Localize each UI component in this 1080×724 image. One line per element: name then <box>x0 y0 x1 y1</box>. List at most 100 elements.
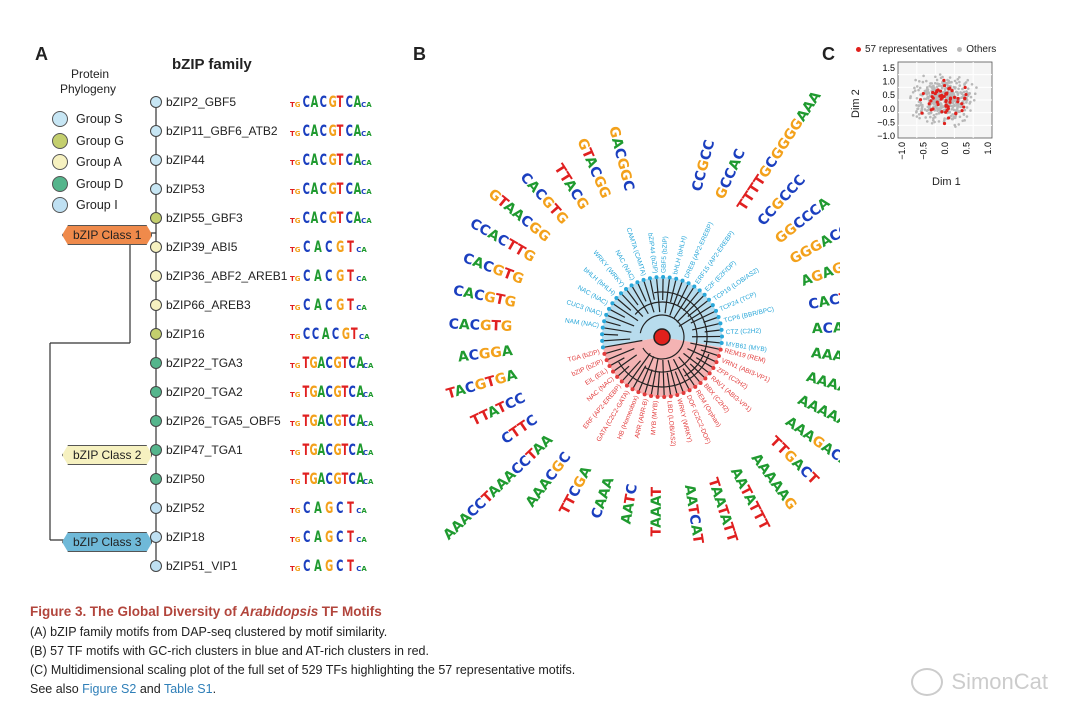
outer-motif-logo: CTTC <box>499 412 541 448</box>
tree-branch <box>602 339 643 349</box>
mds-point-other <box>909 96 912 100</box>
mds-point-rep <box>935 100 939 104</box>
legend-item: Group D <box>52 175 123 193</box>
gene-label: bZIP51_VIP1 <box>166 559 238 573</box>
mds-point-other <box>957 87 960 91</box>
mds-point-rep <box>942 121 947 126</box>
mds-point-other <box>922 97 926 101</box>
tree-branch <box>621 360 641 382</box>
group-dot-icon <box>52 197 68 213</box>
tip-node <box>719 334 724 339</box>
mds-point-other <box>965 106 969 109</box>
outer-motif-logo: GGGACCAC <box>787 211 840 267</box>
gc-tip-label: NAM (NAC) <box>564 317 599 329</box>
outer-motif-logo: TTATCC <box>469 390 528 429</box>
root-node <box>653 328 671 346</box>
tree-branch <box>655 277 661 313</box>
tip-node <box>602 351 607 356</box>
gene-node-icon <box>150 473 162 485</box>
tree-branch <box>703 316 719 323</box>
mds-point-rep <box>940 110 944 114</box>
gene-node-icon <box>150 531 162 543</box>
others-dot-icon <box>957 47 963 52</box>
tip-node <box>719 327 724 332</box>
legend-rep-label: 57 representatives <box>865 44 948 55</box>
outer-motif-logo: CACGTG <box>461 250 526 287</box>
tree-branch <box>682 289 701 311</box>
gene-node-icon <box>150 241 162 253</box>
mds-point-other <box>926 105 930 109</box>
tip-node <box>662 394 667 399</box>
mds-point-other <box>938 73 942 76</box>
mds-point-rep <box>918 98 923 102</box>
mds-point-other <box>918 116 921 120</box>
motif-logo: TGTGACGTCACA <box>290 411 374 430</box>
table-s1-link[interactable]: Table S1 <box>163 682 213 696</box>
outer-motif-logo: TACGTGA <box>445 367 519 403</box>
mds-point-other <box>914 78 917 82</box>
tip-node <box>614 296 619 301</box>
tip-node <box>675 393 680 398</box>
gene-label: bZIP2_GBF5 <box>166 95 237 109</box>
gene-node-icon <box>150 415 162 427</box>
tip-node <box>619 379 624 384</box>
mds-point-other <box>969 109 972 112</box>
tree-branch <box>674 371 685 394</box>
class-tag: bZIP Class 2 <box>62 445 152 465</box>
mds-point-other <box>953 123 957 127</box>
tip-node <box>602 319 607 324</box>
mds-point-other <box>965 115 969 118</box>
caption-line-a: (A) bZIP family motifs from DAP-seq clus… <box>30 625 388 639</box>
mds-point-rep <box>942 78 946 82</box>
outer-motif-logo: CCGCCC <box>755 172 809 229</box>
mds-point-other <box>950 93 954 96</box>
mds-point-other <box>939 76 943 80</box>
outer-motif-logo: GACGGC <box>605 125 637 193</box>
tree-branch <box>687 348 717 363</box>
gene-label: bZIP66_AREB3 <box>166 298 251 312</box>
tip-node <box>630 387 635 392</box>
mds-point-other <box>921 103 924 107</box>
caption-title-italic: Arabidopsis <box>240 604 319 619</box>
mds-point-other <box>932 117 935 120</box>
mds-point-other <box>956 90 959 94</box>
tree-branch <box>631 365 647 390</box>
mds-point-other <box>935 112 938 116</box>
mds-point-other <box>917 88 920 92</box>
mds-point-rep <box>921 91 925 96</box>
outer-motif-logo: ACGGA <box>457 343 514 365</box>
tip-node <box>718 347 723 352</box>
tip-node <box>703 376 708 381</box>
tree-branch <box>609 357 625 367</box>
mds-point-rep <box>960 102 964 106</box>
mds-point-other <box>956 77 960 81</box>
group-dot-icon <box>52 111 68 127</box>
tip-node <box>600 345 605 350</box>
mds-point-other <box>955 81 958 85</box>
caption-title: Figure 3. The Global Diversity of Arabid… <box>30 604 382 619</box>
tree-branch <box>687 299 710 317</box>
gene-node-icon <box>150 125 162 137</box>
figure-s2-link[interactable]: Figure S2 <box>82 682 137 696</box>
caption-line-c: (C) Multidimensional scaling plot of the… <box>30 663 576 677</box>
mds-point-rep <box>948 86 952 90</box>
x-tick-label: 1.0 <box>983 142 993 155</box>
mds-point-other <box>927 91 931 95</box>
mds-point-rep <box>945 91 949 95</box>
mds-point-other <box>926 95 929 99</box>
mds-point-other <box>937 84 941 88</box>
tip-node <box>655 394 660 399</box>
mds-point-other <box>958 75 961 79</box>
tree-branch <box>616 297 632 311</box>
gene-label: bZIP18 <box>166 530 205 544</box>
mds-point-other <box>913 89 917 92</box>
panel-c-letter: C <box>822 44 835 64</box>
mds-point-other <box>957 123 961 126</box>
mds-point-other <box>969 95 973 99</box>
tip-node <box>604 312 609 317</box>
mds-point-other <box>966 78 970 82</box>
gene-label: bZIP11_GBF6_ATB2 <box>166 124 278 138</box>
mds-point-other <box>924 116 927 119</box>
